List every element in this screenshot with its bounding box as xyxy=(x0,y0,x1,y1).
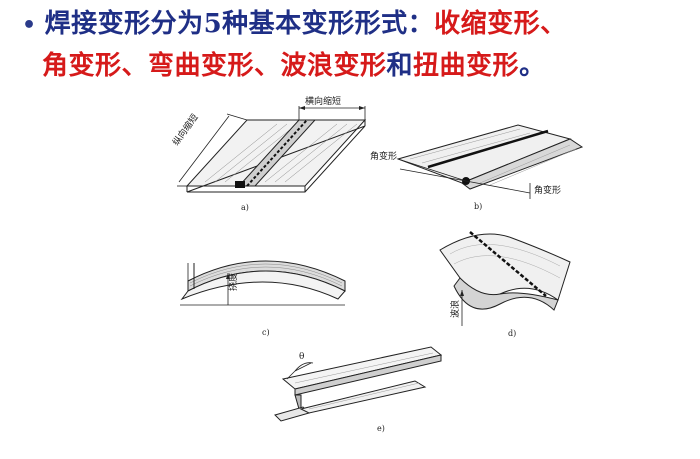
annotation-wave: 波浪 xyxy=(449,300,461,318)
figure-c-label: c) xyxy=(262,328,270,337)
heading-line-2: 角变形、弯曲变形、波浪变形和扭曲变形。 xyxy=(22,46,697,86)
annotation-longitudinal-shrinkage: 纵向缩短 xyxy=(170,112,201,148)
figure-c-bending: 挠度 c) xyxy=(180,260,346,337)
figure-a-label: a) xyxy=(241,203,249,212)
annotation-transverse-shrinkage: 横向缩短 xyxy=(305,95,341,107)
figure-e-label: e) xyxy=(377,424,385,433)
heading-line-1: • 焊接变形分为5种基本变形形式：收缩变形、 xyxy=(22,4,697,46)
figure-d-wave: 波浪 d) xyxy=(439,231,571,338)
annotation-theta: θ xyxy=(299,352,304,362)
bullet-icon: • xyxy=(22,13,37,38)
figure-b-angular: 角变形 角变形 b) xyxy=(370,124,584,211)
heading-conjunction: 和 xyxy=(386,51,414,81)
annotation-angular-left: 角变形 xyxy=(370,150,397,162)
figure-a-shrinkage: 横向缩短 纵向缩短 a) xyxy=(170,95,367,212)
term-wave: 波浪变形 xyxy=(280,51,387,81)
slide-heading: • 焊接变形分为5种基本变形形式：收缩变形、 角变形、弯曲变形、波浪变形和扭曲变形… xyxy=(22,4,697,86)
figure-d-label: d) xyxy=(508,329,516,338)
heading-period: 。 xyxy=(519,51,546,81)
annotation-angular-right: 角变形 xyxy=(534,184,561,196)
term-twist: 扭曲变形 xyxy=(413,51,520,81)
figure-b-label: b) xyxy=(474,202,482,211)
figure-e-twist: θ e) xyxy=(274,346,443,433)
term-angular-bending: 角变形、弯曲变形、 xyxy=(42,51,281,81)
heading-intro: 焊接变形分为5种基本变形形式： xyxy=(44,9,435,39)
term-shrinkage: 收缩变形、 xyxy=(434,9,567,39)
annotation-deflection: 挠度 xyxy=(227,273,239,291)
